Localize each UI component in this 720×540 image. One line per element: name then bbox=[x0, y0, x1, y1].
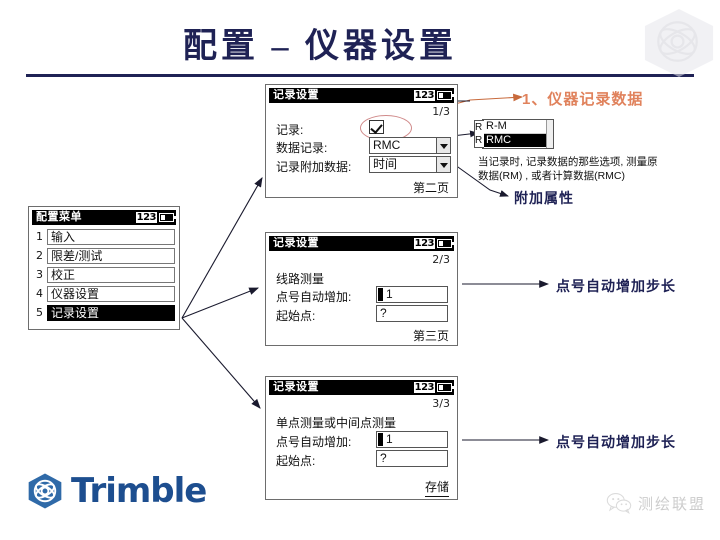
trimble-globe-icon bbox=[644, 8, 714, 78]
text-caret bbox=[378, 288, 383, 301]
menu-item-number: 2 bbox=[36, 249, 43, 262]
data-record-option-list[interactable]: R R R-M RMC bbox=[474, 119, 554, 149]
start-point-input[interactable]: ? bbox=[376, 305, 448, 322]
start-point-label: 起始点: bbox=[276, 454, 316, 468]
menu-status: 123 bbox=[135, 210, 176, 225]
menu-item-label: 记录设置 bbox=[47, 305, 175, 321]
screen2-status: 123 bbox=[413, 236, 454, 251]
menu-titlebar: 配置菜单 123 bbox=[32, 210, 176, 225]
menu-item-4[interactable]: 4 仪器设置 bbox=[33, 286, 175, 302]
data-record-row-label: 数据记录: bbox=[276, 141, 328, 155]
title-divider bbox=[26, 74, 694, 77]
option-list-stub: R R bbox=[474, 120, 484, 148]
annotation-instrument-record-data: 1、仪器记录数据 bbox=[522, 91, 644, 108]
input-mode-badge: 123 bbox=[413, 90, 435, 101]
save-button[interactable]: 存储 bbox=[424, 478, 449, 497]
annotation-auto-increment-step-2: 点号自动增加步长 bbox=[556, 434, 676, 450]
screen1-titlebar: 记录设置 123 bbox=[269, 88, 454, 103]
page-indicator: 3/3 bbox=[432, 397, 450, 410]
menu-item-number: 1 bbox=[36, 230, 43, 243]
watermark: 测绘联盟 bbox=[606, 492, 706, 514]
start-point-input[interactable]: ? bbox=[376, 450, 448, 467]
auto-increment-input[interactable]: 1 bbox=[376, 431, 448, 448]
menu-item-1[interactable]: 1 输入 bbox=[33, 229, 175, 245]
screen2-softkey[interactable]: 第三页 bbox=[412, 329, 449, 343]
input-mode-badge: 123 bbox=[135, 212, 157, 223]
page-indicator: 1/3 bbox=[432, 105, 450, 118]
extra-data-row-label: 记录附加数据: bbox=[276, 160, 352, 174]
menu-item-label: 校正 bbox=[47, 267, 175, 283]
screen3-group-label: 单点测量或中间点测量 bbox=[276, 416, 397, 430]
trimble-wordmark: Trimble bbox=[71, 471, 207, 511]
record-settings-screen-1[interactable]: 记录设置 123 1/3 记录: 数据记录: RMC 记录附加数据: 时间 第二… bbox=[265, 84, 458, 198]
option-item-rm[interactable]: R-M bbox=[483, 120, 553, 134]
input-mode-badge: 123 bbox=[413, 238, 435, 249]
screen3-titlebar: 记录设置 123 bbox=[269, 380, 454, 395]
page-title: 配置 – 仪器设置 bbox=[183, 28, 457, 65]
option-stub-bottom: R bbox=[475, 135, 483, 146]
battery-icon bbox=[159, 213, 176, 222]
watermark-text: 测绘联盟 bbox=[637, 495, 706, 513]
record-row-label: 记录: bbox=[276, 123, 304, 137]
menu-item-3[interactable]: 3 校正 bbox=[33, 267, 175, 283]
data-record-dropdown[interactable]: RMC bbox=[369, 137, 451, 154]
chevron-down-icon[interactable] bbox=[436, 138, 450, 153]
screen3-status: 123 bbox=[413, 380, 454, 395]
auto-increment-label: 点号自动增加: bbox=[276, 435, 352, 449]
annotation-description: 当记录时, 记录数据的那些选项, 测量原 数据(RM) , 或者计算数据(RMC… bbox=[478, 156, 658, 182]
menu-item-label: 仪器设置 bbox=[47, 286, 175, 302]
screen2-titlebar: 记录设置 123 bbox=[269, 236, 454, 251]
data-record-value: RMC bbox=[373, 138, 401, 152]
option-item-rmc[interactable]: RMC bbox=[483, 134, 553, 147]
auto-increment-input[interactable]: 1 bbox=[376, 286, 448, 303]
menu-item-5[interactable]: 5 记录设置 bbox=[33, 305, 175, 321]
input-mode-badge: 123 bbox=[413, 382, 435, 393]
wechat-icon bbox=[606, 493, 632, 514]
record-settings-screen-3[interactable]: 记录设置 123 3/3 单点测量或中间点测量 点号自动增加: 1 起始点: ?… bbox=[265, 376, 458, 500]
trimble-globe-icon bbox=[28, 473, 62, 509]
menu-item-2[interactable]: 2 限差/测试 bbox=[33, 248, 175, 264]
screen2-title: 记录设置 bbox=[273, 237, 319, 249]
page-indicator: 2/3 bbox=[432, 253, 450, 266]
annotation-auto-increment-step-1: 点号自动增加步长 bbox=[556, 278, 676, 294]
start-point-label: 起始点: bbox=[276, 309, 316, 323]
screen1-title: 记录设置 bbox=[273, 89, 319, 101]
screen1-status: 123 bbox=[413, 88, 454, 103]
screen1-softkey[interactable]: 第二页 bbox=[412, 181, 449, 195]
menu-item-number: 5 bbox=[36, 306, 43, 319]
annotation-extra-attributes: 附加属性 bbox=[514, 190, 574, 206]
chevron-down-icon[interactable] bbox=[436, 157, 450, 172]
battery-icon bbox=[437, 383, 454, 392]
menu-item-number: 3 bbox=[36, 268, 43, 281]
menu-item-label: 输入 bbox=[47, 229, 175, 245]
extra-data-value: 时间 bbox=[373, 157, 398, 171]
screen3-title: 记录设置 bbox=[273, 381, 319, 393]
menu-item-label: 限差/测试 bbox=[47, 248, 175, 264]
option-stub-top: R bbox=[475, 122, 483, 133]
config-menu-screen[interactable]: 配置菜单 123 1 输入 2 限差/测试 3 校正 4 仪器设置 5 记录设置 bbox=[28, 206, 180, 330]
battery-icon bbox=[437, 91, 454, 100]
trimble-logo: Trimble bbox=[26, 471, 207, 511]
start-point-value: ? bbox=[380, 306, 387, 320]
record-settings-screen-2[interactable]: 记录设置 123 2/3 线路测量 点号自动增加: 1 起始点: ? 第三页 bbox=[265, 232, 458, 346]
text-caret bbox=[378, 433, 383, 446]
auto-increment-value: 1 bbox=[386, 432, 393, 446]
option-list-scrollbar[interactable] bbox=[546, 120, 553, 148]
menu-title: 配置菜单 bbox=[36, 211, 82, 223]
auto-increment-value: 1 bbox=[386, 287, 393, 301]
screen2-group-label: 线路测量 bbox=[276, 272, 325, 286]
auto-increment-label: 点号自动增加: bbox=[276, 290, 352, 304]
battery-icon bbox=[437, 239, 454, 248]
start-point-value: ? bbox=[380, 451, 387, 465]
extra-data-dropdown[interactable]: 时间 bbox=[369, 156, 451, 173]
menu-item-number: 4 bbox=[36, 287, 43, 300]
